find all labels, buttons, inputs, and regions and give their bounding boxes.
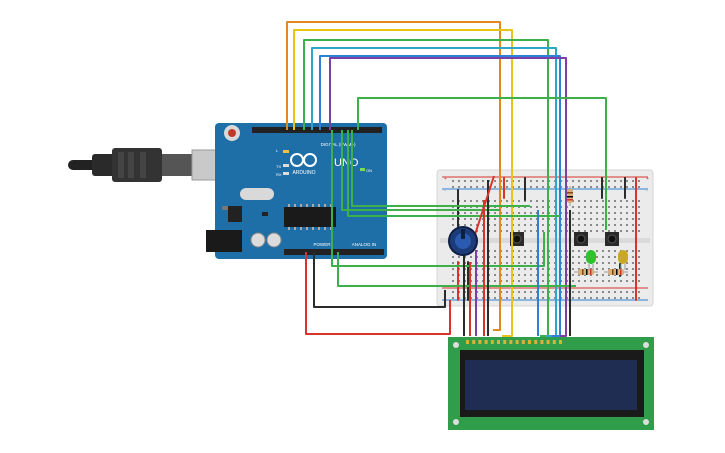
- analog-label: ANALOG IN: [352, 242, 377, 247]
- wire-orange: [286, 21, 501, 331]
- lcd-display: [448, 337, 654, 430]
- rx-label: RX: [276, 172, 282, 177]
- resistor[interactable]: [567, 186, 573, 206]
- tx-label: TX: [276, 164, 281, 169]
- l-label: L: [276, 148, 279, 153]
- led-yellow[interactable]: [618, 250, 628, 270]
- wires: [286, 21, 607, 337]
- potentiometer[interactable]: [448, 226, 478, 256]
- power-analog-header: [284, 249, 384, 255]
- wire-black-gnd: [313, 252, 446, 308]
- pushbutton[interactable]: [574, 232, 588, 246]
- power-label: POWER: [313, 242, 331, 247]
- power-jack: [206, 230, 242, 252]
- reset-button[interactable]: [228, 129, 236, 137]
- pushbutton[interactable]: [605, 232, 619, 246]
- svg-text:+: +: [646, 176, 649, 182]
- wire-green-right: [357, 97, 607, 230]
- atmega-chip: [284, 207, 336, 227]
- brand-label: ARDUINO: [292, 170, 315, 176]
- svg-text:-: -: [444, 188, 446, 194]
- arduino-board[interactable]: ARDUINO UNO DIGITAL (PWM~) ANALOG IN POW…: [206, 123, 387, 259]
- wire-purple: [329, 57, 567, 337]
- digital-label: DIGITAL (PWM~): [321, 142, 356, 147]
- wire-yellow: [293, 29, 513, 337]
- usb-cable: [68, 148, 229, 182]
- digital-header: [252, 127, 382, 133]
- arduino-logo-icon: [290, 153, 317, 167]
- pushbutton[interactable]: [510, 232, 524, 246]
- crystal-oscillator: [240, 188, 274, 200]
- resistor[interactable]: [604, 269, 628, 275]
- svg-text:+: +: [444, 176, 447, 182]
- led-green[interactable]: [586, 250, 596, 270]
- on-label: ON: [366, 168, 372, 173]
- model-label: UNO: [334, 157, 359, 169]
- wire-red-5v: [305, 252, 451, 335]
- svg-text:-: -: [646, 188, 648, 194]
- lcd-screen: [465, 360, 637, 410]
- resistor[interactable]: [574, 269, 598, 275]
- wire-green-top: [303, 39, 549, 337]
- wire-blue: [319, 55, 561, 337]
